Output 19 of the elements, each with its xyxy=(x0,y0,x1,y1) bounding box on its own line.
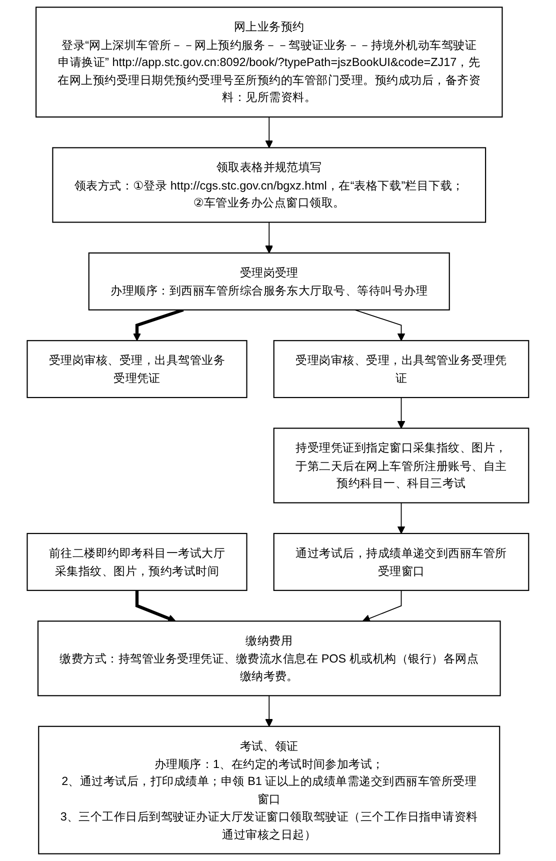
arrow xyxy=(362,590,402,622)
node-box: 受理岗审核、受理，出具驾管业务受理凭证 xyxy=(273,340,530,398)
arrow xyxy=(265,116,274,148)
node-box: 缴纳费用 缴费方式：持驾管业务受理凭证、缴费流水信息在 POS 机或机构（银行）各网点缴纳考费。 xyxy=(38,620,501,696)
node-box: 网上业务预约 登录“网上深圳车管所－－网上预约服务－－驾驶证业务－－持境外机动车驾驶证申请换证” http://app.stc.gov.cn:8092/book/?typePath=jszBookUI&code=ZJ17，先在网上预约受理日期凭预约受理号至所预约的车管部门受理。预约成功后，备齐资料：见所需资料。 xyxy=(36,6,503,118)
node-box: 考试、领证 办理顺序：1、在约定的考试时间参加考试； 2、通过考试后，打印成绩单；申领 B1 证以上的成绩单需递交到西丽车管所受理窗口 3、三个工作日后到驾驶证办证大厅发证窗口领取驾驶证（三个工作日指申请资料通过审核之日起） xyxy=(38,726,500,854)
arrow xyxy=(135,590,176,622)
node-box: 前往二楼即约即考科目一考试大厅采集指纹、图片，预约考试时间 xyxy=(26,532,248,591)
node-box: 受理岗审核、受理，出具驾管业务受理凭证 xyxy=(26,340,248,398)
arrow xyxy=(354,309,406,341)
arrow xyxy=(265,222,274,254)
node-box: 通过考试后，持成绩单递交到西丽车管所受理窗口 xyxy=(273,532,530,591)
node-box: 持受理凭证到指定窗口采集指纹、图片，于第二天后在网上车管所注册账号、自主预约科目一、科目三考试 xyxy=(273,428,530,504)
arrow xyxy=(397,502,406,534)
arrow xyxy=(133,308,184,341)
arrow xyxy=(265,695,274,727)
arrow xyxy=(397,397,406,429)
node-box: 领取表格并规范填写 领表方式：①登录 http://cgs.stc.gov.cn/bgxz.html，在“表格下载”栏目下载； ②车管业务办公点窗口领取。 xyxy=(52,147,486,223)
node-box: 受理岗受理 办理顺序：到西丽车管所综合服务东大厅取号、等待叫号办理 xyxy=(88,252,450,310)
